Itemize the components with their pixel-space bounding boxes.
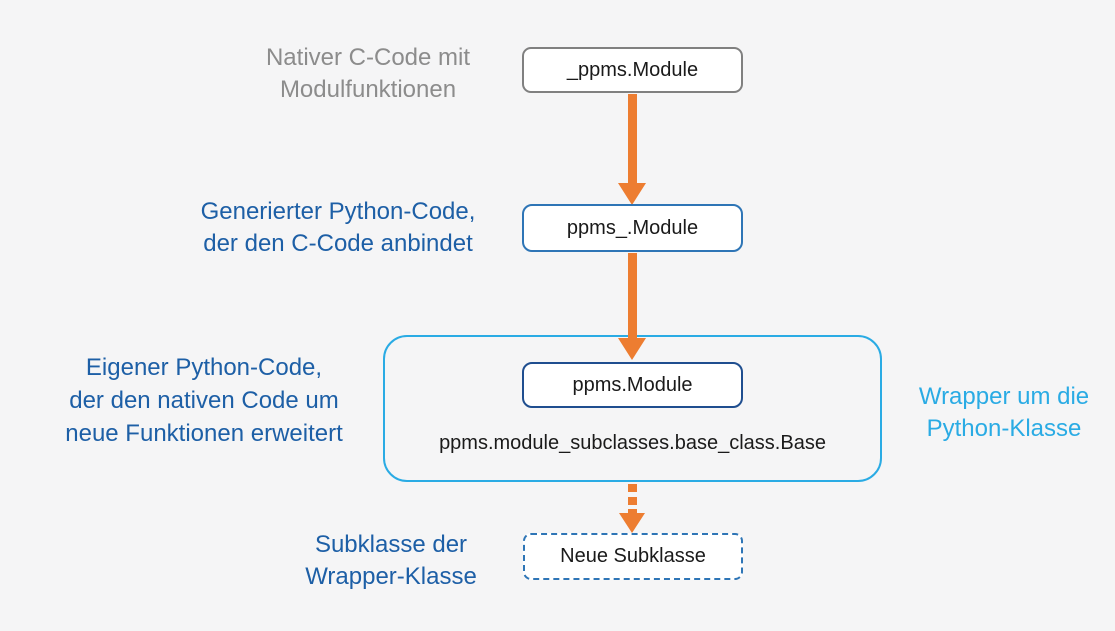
node-native-module: _ppms.Module xyxy=(522,47,743,93)
annotation-native-c-code: Nativer C-Code mit Modulfunktionen xyxy=(265,44,471,103)
arrow-native-to-generated-shaft-icon xyxy=(628,94,637,184)
node-new-subclass: Neue Subklasse xyxy=(523,533,743,580)
annotation-subclass-of-wrapper: Subklasse der Wrapper-Klasse xyxy=(305,531,477,590)
node-new-subclass-label: Neue Subklasse xyxy=(560,545,706,567)
annotation-generated-python-code: Generierter Python-Code, der den C-Code … xyxy=(200,198,476,257)
node-native-module-label: _ppms.Module xyxy=(566,58,699,81)
arrow-wrapper-to-subclass-dash-icon xyxy=(628,484,637,492)
node-wrapper-module-label: ppms.Module xyxy=(572,373,693,396)
arrow-generated-to-wrapper-shaft-icon xyxy=(628,253,637,339)
arrow-wrapper-to-subclass-dash-icon xyxy=(628,497,637,505)
arrow-wrapper-to-subclass-dash-icon xyxy=(628,509,637,516)
node-generated-module-label: ppms_.Module xyxy=(566,216,699,239)
annotation-wrapper-python-class: Wrapper um die Python-Klasse xyxy=(918,383,1090,442)
wrapper-base-class-path: ppms.module_subclasses.base_class.Base xyxy=(439,432,826,454)
node-generated-module: ppms_.Module xyxy=(522,204,743,252)
arrow-generated-to-wrapper-arrowhead-icon xyxy=(618,338,646,360)
arrow-native-to-generated-arrowhead-icon xyxy=(618,183,646,205)
node-wrapper-module: ppms.Module xyxy=(522,362,743,408)
annotation-own-python-code: Eigener Python-Code, der den nativen Cod… xyxy=(65,354,343,447)
arrow-wrapper-to-subclass-arrowhead-icon xyxy=(619,513,645,533)
